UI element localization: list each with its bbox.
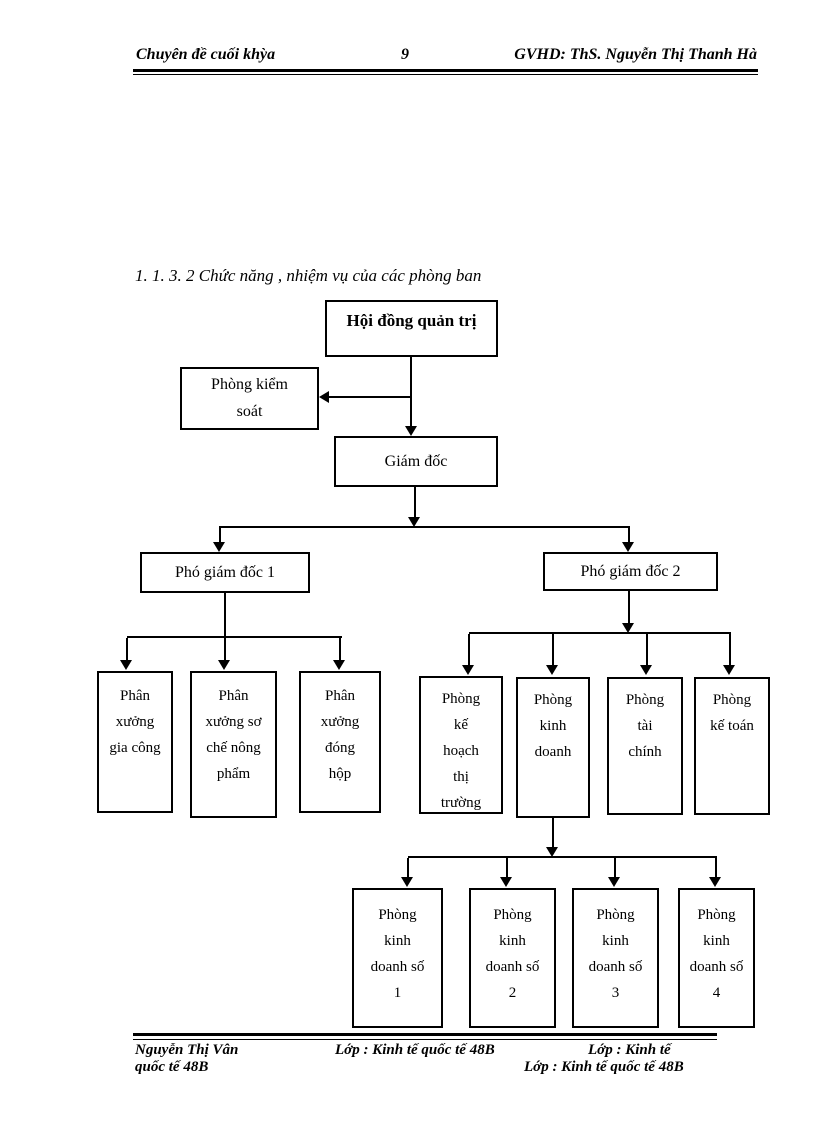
arrow-down-icon (546, 665, 558, 675)
org-node-phong-kinh-doanh: Phòng kinh doanh (516, 677, 590, 818)
connector-line (646, 634, 648, 665)
header-rule-thick (133, 69, 758, 72)
connector-line (414, 487, 416, 518)
footer-left-line1: Nguyễn Thị Vân (135, 1042, 239, 1058)
arrow-down-icon (405, 426, 417, 436)
connector-line (715, 858, 717, 878)
org-node-phong-kd-so-1: Phòng kinh doanh số 1 (352, 888, 443, 1028)
org-node-phong-ke-hoach: Phòng kế hoạch thị trường (419, 676, 503, 814)
header-left: Chuyên đề cuối khỳa (136, 46, 276, 63)
arrow-down-icon (462, 665, 474, 675)
arrow-down-icon (546, 847, 558, 857)
org-node-label: Phòng kinh doanh số 4 (689, 907, 744, 1001)
connector-line (552, 818, 554, 848)
org-node-hoi-dong-quan-tri: Hội đồng quản trị (325, 300, 498, 357)
connector-line (628, 591, 630, 624)
connector-line (729, 634, 731, 665)
connector-line (468, 634, 470, 665)
connector-line (339, 638, 341, 660)
org-node-label: Phòng kinh doanh số 3 (588, 907, 643, 1001)
org-node-label: Phân xưởng đóng hộp (320, 688, 360, 782)
arrow-down-icon (401, 877, 413, 887)
org-node-phong-kd-so-3: Phòng kinh doanh số 3 (572, 888, 659, 1028)
connector-line (224, 638, 226, 660)
footer-rule-thick (133, 1033, 717, 1036)
org-node-label: Phòng tài chính (625, 692, 665, 760)
connector-line (628, 528, 630, 543)
org-node-phong-tai-chinh: Phòng tài chính (607, 677, 683, 815)
org-node-giam-doc: Giám đốc (334, 436, 498, 487)
org-node-label: Phó giám đốc 2 (580, 562, 681, 580)
arrow-down-icon (608, 877, 620, 887)
org-node-label: Phòng kinh doanh số 1 (370, 907, 425, 1001)
org-node-label: Phân xưởng gia công (109, 688, 161, 756)
connector-line (127, 636, 342, 638)
footer-rule-thin (133, 1039, 717, 1040)
arrow-down-icon (709, 877, 721, 887)
connector-line (552, 634, 554, 665)
arrow-down-icon (622, 542, 634, 552)
connector-line (614, 858, 616, 878)
connector-line (219, 526, 630, 528)
arrow-left-icon (319, 391, 329, 403)
org-node-label: Phòng kế hoạch thị trường (440, 691, 482, 811)
org-node-phan-xuong-dong-hop: Phân xưởng đóng hộp (299, 671, 381, 813)
connector-line (407, 858, 409, 878)
connector-line (219, 528, 221, 543)
arrow-down-icon (333, 660, 345, 670)
connector-line (410, 357, 412, 427)
org-node-phong-kd-so-2: Phòng kinh doanh số 2 (469, 888, 556, 1028)
arrow-down-icon (218, 660, 230, 670)
org-node-phan-xuong-so-che: Phân xưởng sơ chế nông phẩm (190, 671, 277, 818)
connector-line (329, 396, 411, 398)
arrow-down-icon (213, 542, 225, 552)
org-node-label: Hội đồng quản trị (346, 311, 477, 330)
org-node-label: Phòng kế toán (710, 692, 754, 734)
org-node-label: Giám đốc (384, 452, 448, 470)
org-node-label: Phòng kiểm soát (211, 376, 288, 420)
header-right: GVHD: ThS. Nguyễn Thị Thanh Hà (514, 46, 757, 63)
arrow-down-icon (120, 660, 132, 670)
org-node-phan-xuong-gia-cong: Phân xưởng gia công (97, 671, 173, 813)
arrow-down-icon (622, 623, 634, 633)
footer-right-line1: Lớp : Kinh tế (588, 1042, 671, 1058)
org-node-label: Phòng kinh doanh (533, 692, 573, 760)
footer-left-line2: quốc tế 48B (135, 1059, 209, 1075)
arrow-down-icon (640, 665, 652, 675)
section-heading: 1. 1. 3. 2 Chức năng , nhiệm vụ của các … (135, 266, 482, 285)
arrow-down-icon (408, 517, 420, 527)
org-node-phong-kd-so-4: Phòng kinh doanh số 4 (678, 888, 755, 1028)
org-node-pho-giam-doc-2: Phó giám đốc 2 (543, 552, 718, 591)
org-node-label: Phòng kinh doanh số 2 (485, 907, 540, 1001)
org-node-label: Phó giám đốc 1 (175, 563, 275, 581)
header-rule-thin (133, 74, 758, 75)
connector-line (408, 856, 717, 858)
header-page-number: 9 (401, 46, 409, 63)
footer-center: Lớp : Kinh tế quốc tế 48B (335, 1042, 495, 1058)
connector-line (126, 638, 128, 660)
org-node-phong-ke-toan: Phòng kế toán (694, 677, 770, 815)
org-node-label: Phân xưởng sơ chế nông phẩm (205, 688, 262, 782)
org-node-pho-giam-doc-1: Phó giám đốc 1 (140, 552, 310, 593)
org-node-phong-kiem-soat: Phòng kiểm soát (180, 367, 319, 430)
arrow-down-icon (723, 665, 735, 675)
footer-right-line2: Lớp : Kinh tế quốc tế 48B (524, 1059, 684, 1075)
arrow-down-icon (500, 877, 512, 887)
connector-line (469, 632, 731, 634)
connector-line (224, 593, 226, 637)
connector-line (506, 858, 508, 878)
